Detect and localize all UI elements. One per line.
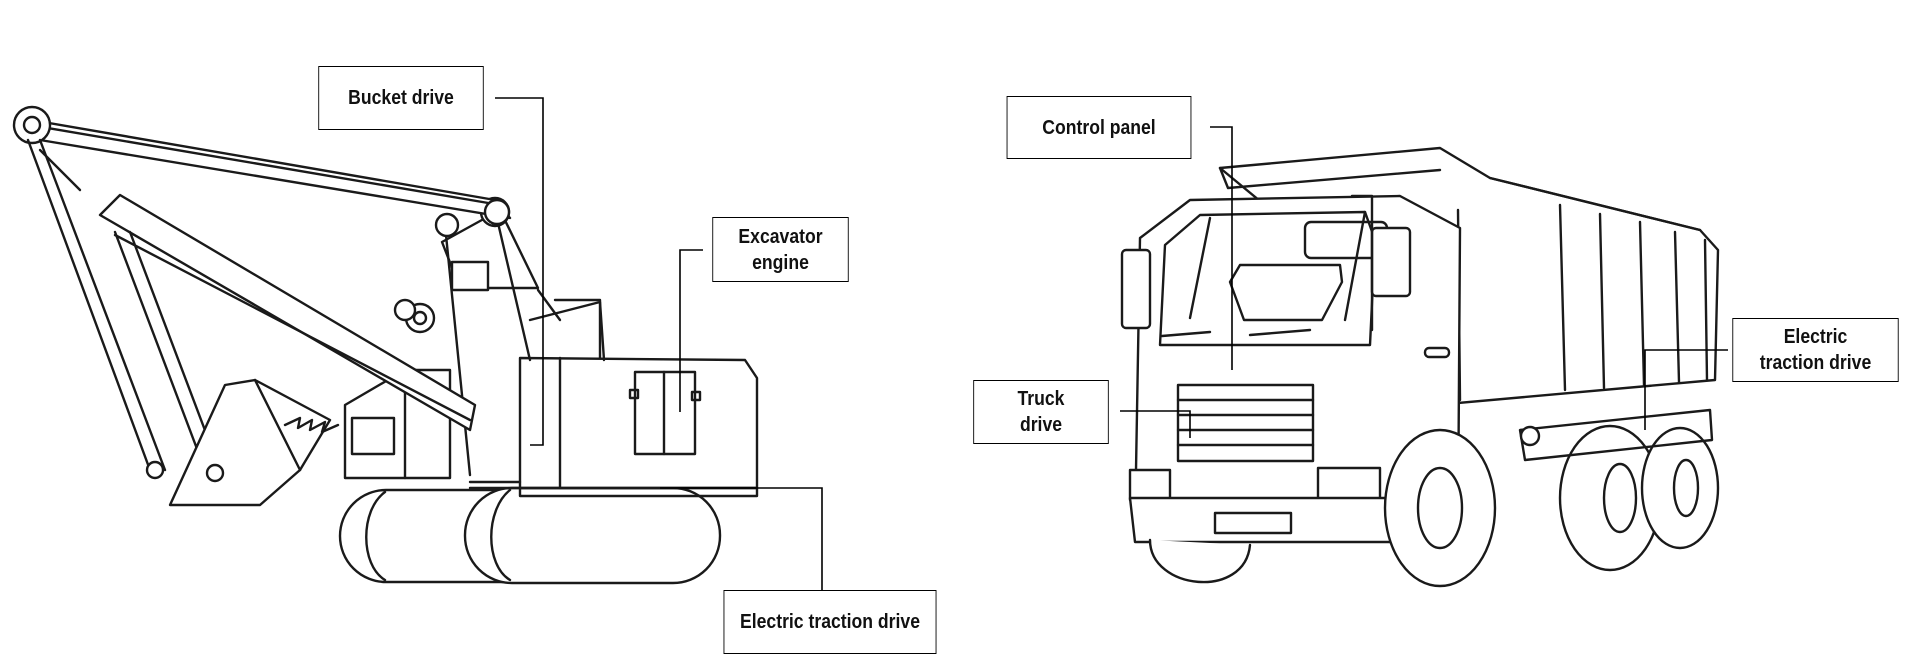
label-excavator-engine: Excavator engine xyxy=(712,217,849,282)
excavator-stick xyxy=(98,193,477,432)
truck-wheels xyxy=(1148,408,1720,588)
truck-illustration xyxy=(1120,146,1720,588)
excavator-bucket-arms xyxy=(26,138,222,472)
truck-bumper xyxy=(1128,466,1404,544)
callout-line-control-panel xyxy=(1210,126,1233,370)
callout-line-bucket-drive xyxy=(495,97,544,446)
label-truck-drive: Truck drive xyxy=(973,380,1109,444)
label-control-panel: Control panel xyxy=(1006,96,1192,159)
excavator-house xyxy=(468,356,759,498)
callout-line-excavator-traction xyxy=(660,487,823,590)
label-bucket-drive: Bucket drive xyxy=(318,66,484,130)
label-excavator-electric-traction-drive: Electric traction drive xyxy=(723,590,937,654)
excavator-boom xyxy=(12,105,512,226)
callout-line-truck-drive xyxy=(1120,410,1191,438)
excavator-bucket xyxy=(145,378,340,507)
callout-line-truck-traction xyxy=(1644,349,1728,430)
callout-line-excavator-engine xyxy=(679,249,703,412)
label-truck-electric-traction-drive: Electric traction drive xyxy=(1732,318,1899,382)
excavator-tracks xyxy=(338,486,722,585)
excavator-illustration xyxy=(12,105,759,585)
truck-grille xyxy=(1176,383,1315,463)
